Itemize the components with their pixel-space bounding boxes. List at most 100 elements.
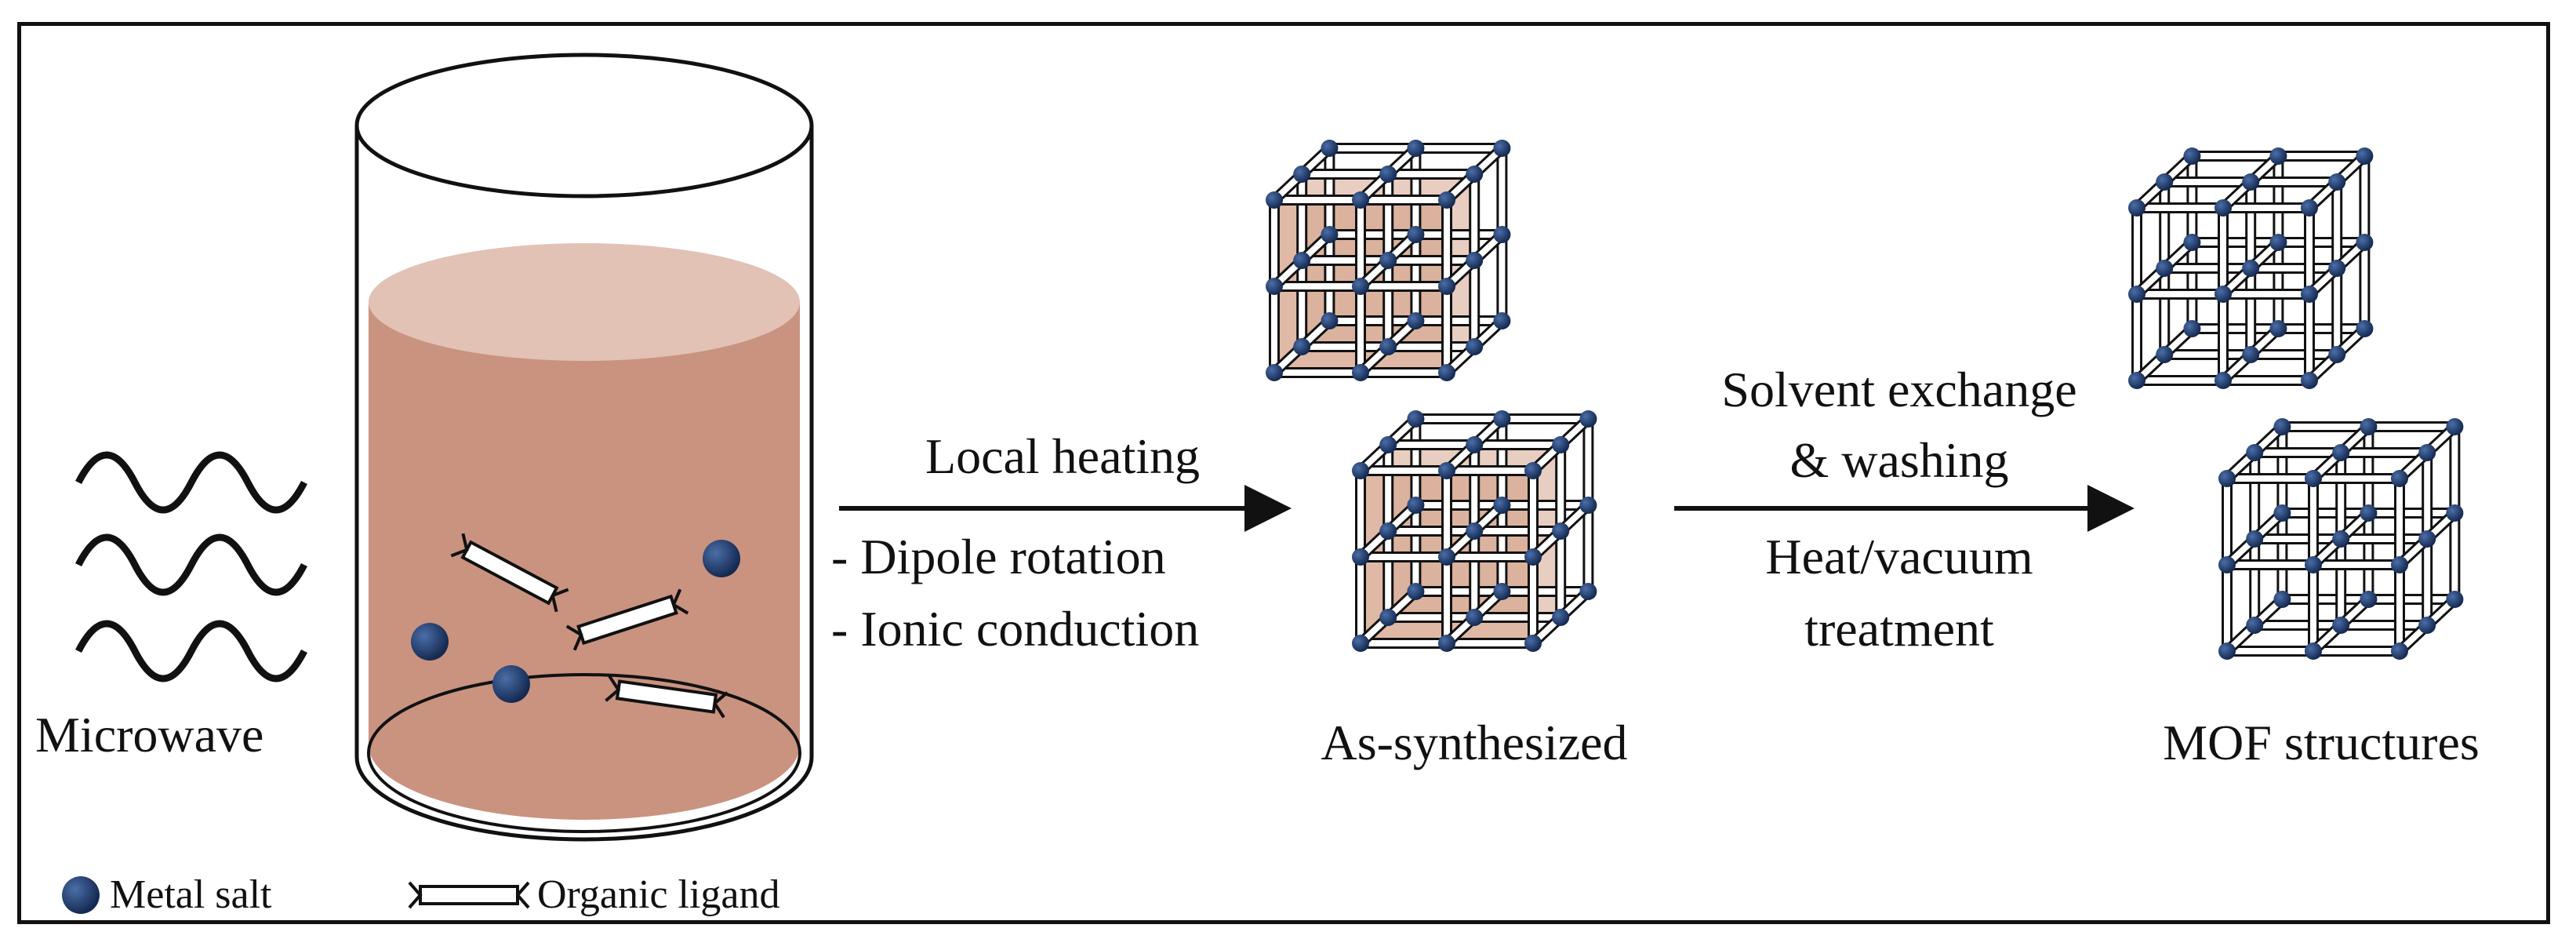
metal-node	[1407, 226, 1425, 243]
ligand-strut	[1355, 475, 1366, 552]
ligand-strut	[2363, 431, 2374, 508]
ligand-strut	[1269, 291, 1280, 368]
as-synthesized-cube-bottom	[1352, 410, 1597, 652]
ligand-strut	[1528, 562, 1539, 639]
microwave-wave-1	[74, 451, 308, 514]
ligand-strut	[2142, 375, 2218, 386]
ligand-strut	[2255, 263, 2332, 274]
ligand-strut	[2259, 533, 2336, 544]
metal-node	[1524, 462, 1542, 479]
metal-node	[1266, 364, 1283, 381]
ligand-strut	[1410, 153, 1422, 230]
ligand-strut	[1382, 450, 1394, 526]
ligand-strut	[1365, 367, 1442, 378]
microwave-wave-3	[74, 620, 308, 682]
ligand-strut	[2196, 323, 2273, 334]
ligand-strut	[2255, 349, 2332, 360]
ligand-strut	[1582, 510, 1594, 587]
metal-node	[1466, 522, 1484, 540]
ligand-strut	[1441, 562, 1452, 639]
metal-node	[2328, 260, 2346, 277]
ligand-strut	[2259, 620, 2336, 631]
metal-node	[1466, 252, 1484, 269]
metal-node	[2418, 530, 2436, 548]
metal-node	[1407, 140, 1425, 157]
metal-node	[1379, 338, 1397, 355]
metal-salt-particle	[411, 623, 449, 661]
ligand-strut	[2232, 646, 2309, 657]
metal-node	[2301, 199, 2318, 217]
ligand-strut	[2373, 508, 2450, 519]
ligand-strut	[1393, 612, 1470, 623]
legend-organic-ligand-icon	[408, 881, 530, 909]
ligand-strut	[1441, 291, 1452, 368]
metal-node	[1466, 338, 1484, 355]
ligand-strut	[1420, 315, 1497, 326]
metal-node	[1407, 312, 1425, 329]
ligand-strut	[1306, 169, 1383, 180]
microwave-label: Microwave	[35, 707, 264, 763]
metal-node	[2242, 260, 2260, 277]
metal-node	[1352, 364, 1369, 381]
metal-node	[2328, 173, 2346, 191]
metal-node	[1579, 497, 1597, 514]
metal-node	[1379, 436, 1397, 453]
metal-node	[1407, 497, 1425, 514]
metal-node	[2446, 418, 2464, 435]
ligand-strut	[1334, 143, 1411, 154]
metal-node	[1379, 609, 1397, 626]
ligand-strut	[1324, 239, 1335, 316]
ligand-strut	[1420, 229, 1497, 240]
ligand-strut	[1355, 205, 1366, 282]
ligand-strut	[2335, 457, 2347, 534]
ligand-strut	[2273, 247, 2284, 324]
metal-node	[2273, 591, 2291, 608]
ligand-strut	[1506, 413, 1583, 424]
ligand-strut	[2259, 447, 2336, 458]
heat-vacuum-label: Heat/vacuum	[1765, 529, 2033, 584]
dipole-rotation-label: - Dipole rotation	[831, 529, 1166, 584]
metal-node	[2356, 147, 2374, 165]
metal-node	[2269, 320, 2287, 337]
organic-ligand	[450, 533, 569, 613]
ligand-strut	[1469, 450, 1481, 526]
ligand-strut	[2373, 594, 2450, 605]
metal-node	[1293, 166, 1311, 183]
ligand-strut	[1355, 291, 1366, 368]
legend-metal-salt-label: Metal salt	[110, 872, 272, 917]
metal-node	[2242, 346, 2260, 363]
metal-node	[1438, 191, 1455, 209]
ligand-strut	[2345, 533, 2422, 544]
mof-cube-bottom	[2218, 418, 2464, 660]
metal-node	[1321, 312, 1339, 329]
ligand-strut	[1355, 562, 1366, 639]
ligand-strut	[2283, 323, 2360, 334]
ligand-strut	[2255, 177, 2332, 187]
ligand-strut	[2186, 247, 2198, 324]
ligand-strut	[1334, 229, 1411, 240]
metal-node	[1407, 583, 1425, 600]
ligand-strut	[1393, 526, 1470, 537]
metal-node	[2273, 504, 2291, 522]
metal-node	[1579, 410, 1597, 428]
ligand-strut	[2345, 447, 2422, 458]
ligand-strut	[1393, 255, 1470, 266]
metal-node	[1466, 166, 1484, 183]
metal-node	[2332, 530, 2350, 548]
metal-node	[1438, 548, 1455, 566]
ligand-strut	[2245, 187, 2257, 264]
ligand-strut	[1393, 341, 1470, 352]
ligand-strut	[1279, 367, 1356, 378]
ligand-strut	[1451, 638, 1528, 649]
ligand-strut	[2394, 570, 2405, 646]
local-heating-label: Local heating	[925, 428, 1201, 484]
ligand-strut	[2308, 570, 2319, 646]
metal-node	[1552, 522, 1570, 540]
ligand-strut	[1451, 551, 1528, 562]
ligand-strut	[1479, 526, 1556, 537]
metal-node	[1293, 252, 1311, 269]
ligand-strut	[2169, 263, 2246, 274]
metal-node	[2128, 372, 2145, 389]
ligand-strut	[2218, 213, 2229, 289]
ligand-strut	[2318, 646, 2395, 657]
